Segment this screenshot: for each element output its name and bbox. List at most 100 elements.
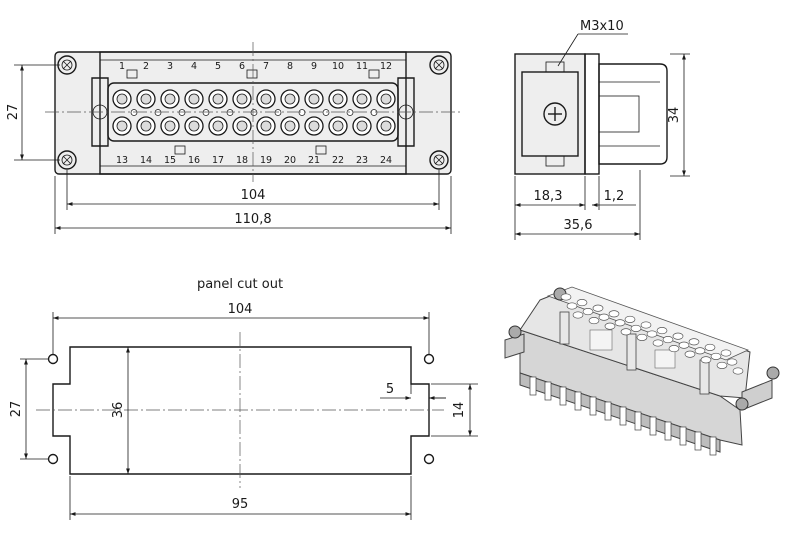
isometric-product-view: [504, 286, 780, 456]
dimension-label: 14: [452, 402, 467, 419]
dimension-cutout-width: 95: [69, 476, 412, 520]
iso-contact-hole: [668, 345, 680, 353]
contact-icon: [112, 89, 132, 109]
contact-icon: [184, 89, 204, 109]
dimension-label: 27: [9, 401, 24, 418]
iso-rib: [619, 406, 627, 426]
iso-contact-hole: [716, 361, 728, 369]
iso-contact-hole: [592, 304, 604, 312]
coding-hole-icon: [154, 109, 162, 116]
side-view: M3x10 34 18,3 1,2 35,6: [514, 19, 690, 240]
iso-rib: [664, 421, 672, 441]
dimension-label: 36: [111, 402, 126, 419]
pin-label: 15: [164, 155, 176, 166]
dimension-side-segments: 18,3 1,2: [514, 176, 636, 240]
corner-screw-icon: [429, 55, 449, 75]
coding-hole-icon: [178, 109, 186, 116]
dimension-front-height: 27: [6, 64, 60, 161]
coding-hole-icon: [370, 109, 378, 116]
dimension-front-inner-width: 104: [66, 170, 440, 210]
dimension-label: 18,3: [534, 189, 563, 204]
dimension-cutout-height: 36: [111, 347, 130, 474]
contact-icon: [160, 116, 180, 136]
cutout-outline: [52, 346, 430, 475]
dimension-label: 5: [386, 382, 394, 397]
dimension-label: 110,8: [234, 212, 271, 227]
iso-contact-hole: [672, 332, 684, 340]
iso-contact-hole: [710, 352, 722, 360]
iso-cooling-ribs: [529, 376, 717, 456]
right-latch: [397, 77, 415, 147]
iso-contact-holes: [560, 293, 744, 375]
contact-icon: [304, 116, 324, 136]
contact-icon: [328, 89, 348, 109]
contact-icon: [280, 89, 300, 109]
dimension-hole-pitch: 27: [9, 358, 48, 460]
pin-label: 17: [212, 155, 224, 166]
contact-grid: [112, 89, 396, 136]
coding-hole-icon: [130, 109, 138, 116]
side-screw-icon: [543, 102, 567, 126]
coding-hole-icon: [202, 109, 210, 116]
iso-contact-hole: [604, 322, 616, 330]
contact-icon: [376, 89, 396, 109]
iso-rib: [679, 426, 687, 446]
dimension-label: 1,2: [604, 189, 625, 204]
iso-contact-hole: [566, 302, 578, 310]
iso-contact-hole: [608, 310, 620, 318]
contact-icon: [136, 116, 156, 136]
iso-contact-hole: [572, 311, 584, 319]
dimension-label: 34: [667, 107, 682, 124]
pin-label: 3: [167, 61, 173, 72]
iso-rib: [709, 436, 717, 456]
contact-icon: [256, 89, 276, 109]
iso-contact-hole: [688, 338, 700, 346]
dimension-label: 27: [6, 104, 21, 121]
dimension-slot-depth: 5: [380, 382, 446, 400]
pin-label: 12: [380, 61, 392, 72]
pin-labels-top: 1 2 3 4 5 6 7 8 9 10 11 12: [119, 61, 392, 72]
pin-label: 18: [236, 155, 248, 166]
pin-label: 23: [356, 155, 368, 166]
left-latch: [91, 77, 109, 147]
iso-screw-icon: [508, 287, 780, 411]
iso-contact-hole: [694, 347, 706, 355]
iso-rib: [529, 376, 537, 396]
iso-rib: [634, 411, 642, 431]
iso-contact-hole: [636, 333, 648, 341]
pin-labels-bottom: 13 14 15 16 17 18 19 20 21 22 23 24: [116, 155, 392, 166]
contact-icon: [352, 116, 372, 136]
coding-hole-icon: [322, 109, 330, 116]
pin-label: 10: [332, 61, 344, 72]
iso-contact-hole: [720, 349, 732, 357]
contact-icon: [376, 116, 396, 136]
iso-contact-hole: [624, 315, 636, 323]
pin-label: 2: [143, 61, 149, 72]
dimension-label: 104: [228, 302, 253, 317]
pin-label: 19: [260, 155, 272, 166]
iso-rib: [604, 401, 612, 421]
pin-label: 24: [380, 155, 392, 166]
contact-icon: [136, 89, 156, 109]
contact-icon: [304, 89, 324, 109]
pin-label: 14: [140, 155, 152, 166]
contact-icon: [280, 116, 300, 136]
pin-label: 8: [287, 61, 293, 72]
iso-rib: [559, 386, 567, 406]
contact-icon: [208, 116, 228, 136]
iso-contact-hole: [646, 330, 658, 338]
contact-icon: [328, 116, 348, 136]
iso-contact-hole: [700, 356, 712, 364]
coding-hole-icon: [298, 109, 306, 116]
screw-callout: M3x10: [557, 19, 628, 67]
iso-rib: [574, 391, 582, 411]
pin-label: 13: [116, 155, 128, 166]
contact-icon: [208, 89, 228, 109]
iso-contact-hole: [704, 343, 716, 351]
iso-contact-hole: [732, 367, 744, 375]
dimension-side-total: 35,6: [515, 170, 641, 240]
screw-label: M3x10: [580, 19, 624, 34]
dimension-label: 95: [232, 497, 249, 512]
iso-contact-hole: [684, 350, 696, 358]
